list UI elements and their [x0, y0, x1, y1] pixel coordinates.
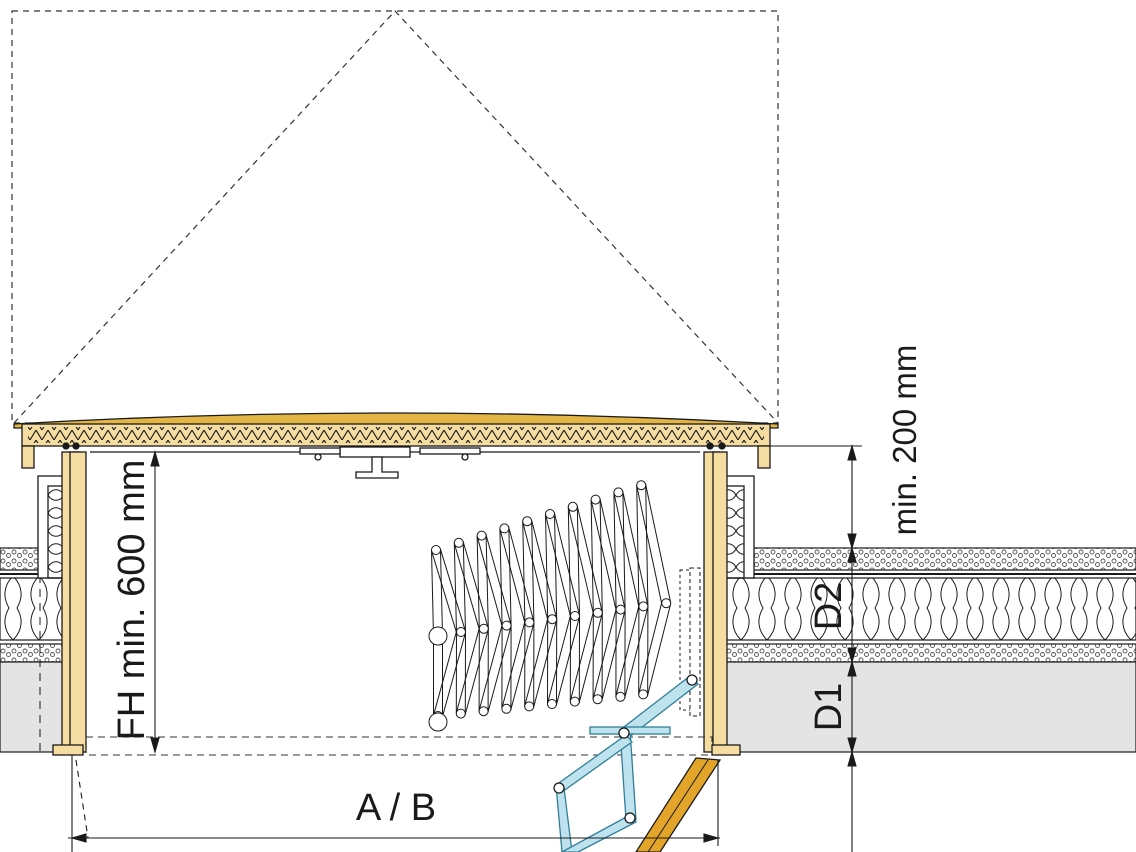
ladder-link: [592, 607, 626, 701]
ladder-pivot: [431, 545, 441, 555]
ladder-wheel: [428, 626, 448, 646]
ladder-link: [453, 540, 489, 631]
ladder-pivot: [455, 708, 466, 719]
ladder-pivot: [478, 623, 489, 634]
ladder-pivot: [476, 530, 487, 541]
ladder-pivot: [456, 627, 466, 637]
roof-buildup-right: [717, 547, 1136, 753]
ladder-link: [567, 505, 603, 615]
ladder-pivot: [567, 501, 578, 512]
ladder-pivot: [547, 699, 557, 709]
ladder-pivot: [570, 611, 580, 621]
curb-left: [37, 451, 87, 756]
ladder-link: [615, 604, 649, 699]
ladder-link: [638, 605, 649, 695]
ladder-pivot: [613, 487, 624, 498]
ladder-link: [590, 499, 603, 614]
ladder-link: [613, 491, 626, 611]
ladder-pivot: [501, 620, 512, 631]
ladder-link: [455, 627, 489, 716]
ladder-link: [524, 621, 535, 707]
unfolded-ladder-section: [553, 674, 722, 852]
dimension-lines: [68, 443, 862, 852]
ladder-pivot: [501, 703, 512, 714]
ladder-pivot: [592, 694, 603, 705]
ladder-link: [522, 520, 535, 624]
ceiling-opening-line: [85, 736, 713, 756]
ladder-link: [476, 533, 512, 628]
ladder-pivot: [590, 494, 601, 505]
ladder-link: [615, 609, 626, 698]
scissor-ladder-icon: [428, 480, 695, 732]
ladder-link: [430, 549, 444, 637]
ladder-link: [453, 542, 467, 633]
ladder-pivot: [478, 706, 489, 717]
ladder-link: [499, 526, 535, 625]
ladder-link: [476, 534, 489, 630]
ladder-pivot: [638, 601, 649, 612]
top-clearance-label: min. 200 mm: [886, 345, 923, 536]
ladder-pivot: [638, 689, 649, 700]
ladder-pivot: [636, 480, 647, 491]
ladder-pivot: [615, 691, 626, 702]
ladder-pivot: [524, 701, 535, 712]
ladder-link: [636, 483, 672, 605]
ladder-pivot: [661, 598, 672, 609]
ladder-link: [567, 506, 581, 617]
dashed-roof-outline-icon: [11, 10, 779, 424]
ladder-link: [524, 617, 558, 709]
ladder-link: [478, 623, 512, 713]
ladder-link: [613, 490, 649, 608]
ladder-link: [569, 611, 603, 704]
ladder-pivot: [499, 523, 510, 534]
ladder-link: [433, 635, 443, 717]
ladder-pivot: [615, 604, 626, 615]
ladder-link: [544, 513, 558, 620]
ladder-pivot: [453, 537, 464, 548]
frame-height-label: FH min. 600 mm: [111, 460, 153, 741]
depth-d1-label: D1: [808, 683, 850, 732]
ladder-link: [455, 631, 467, 715]
ladder-link: [546, 618, 558, 705]
width-label: A / B: [356, 787, 436, 829]
ladder-link: [636, 484, 649, 607]
ladder-link: [569, 615, 581, 703]
ladder-pivot: [545, 509, 555, 519]
ladder-link: [592, 612, 603, 700]
ladder-link: [638, 601, 672, 697]
ladder-link: [547, 614, 580, 706]
depth-d2-label: D2: [808, 582, 850, 631]
ladder-pivot: [524, 617, 535, 628]
ladder-link: [499, 527, 512, 627]
ladder-pivot: [522, 516, 533, 527]
ladder-pivot: [547, 614, 558, 625]
ladder-link: [478, 628, 489, 712]
ladder-link: [431, 548, 466, 634]
ladder-link: [545, 512, 580, 618]
ladder-pivot: [592, 607, 603, 618]
ladder-pivot: [569, 696, 580, 707]
curb-right: [703, 451, 755, 756]
ladder-link: [590, 498, 626, 612]
ladder-link: [522, 519, 558, 621]
ladder-link: [501, 625, 512, 710]
ladder-wheel: [428, 712, 448, 732]
ladder-guide-rail: [689, 567, 701, 717]
hatch-lid: [13, 412, 779, 479]
ladder-link: [501, 620, 535, 711]
